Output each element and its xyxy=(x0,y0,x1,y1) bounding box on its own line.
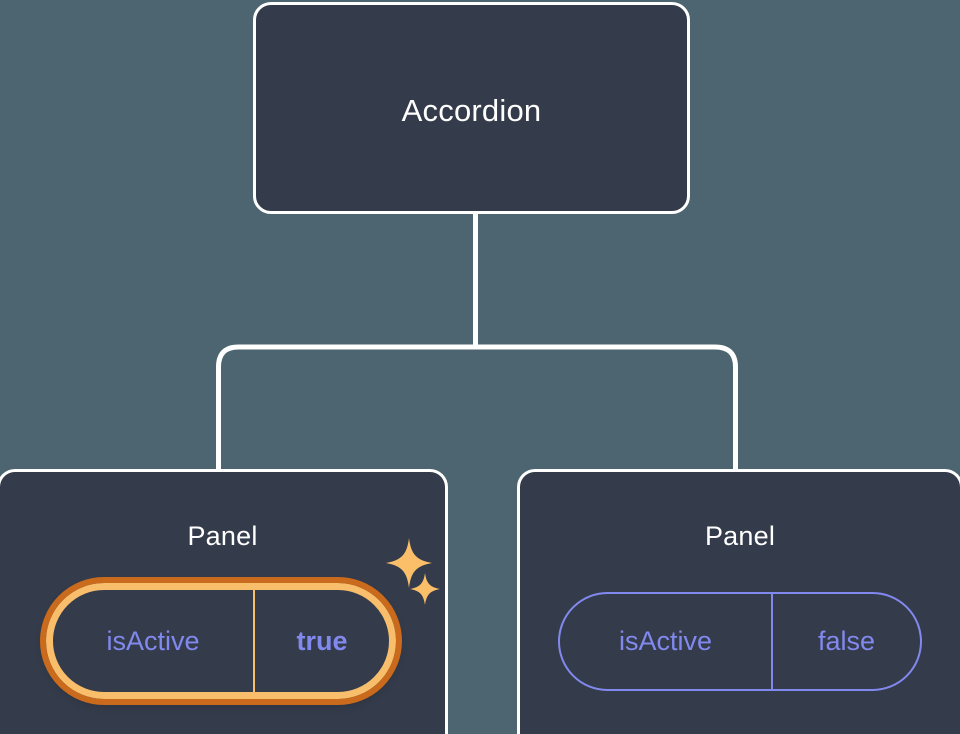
prop-pill-value: false xyxy=(771,594,920,689)
prop-pill-isactive-false[interactable]: isActive false xyxy=(558,592,922,691)
node-accordion[interactable]: Accordion xyxy=(253,2,690,214)
prop-pill-value: true xyxy=(253,590,389,692)
node-accordion-title: Accordion xyxy=(401,93,542,128)
prop-pill-key: isActive xyxy=(618,626,713,656)
node-panel-left-title: Panel xyxy=(187,521,258,551)
prop-pill-key: isActive xyxy=(106,625,200,656)
connector-branch-bus xyxy=(216,344,738,470)
prop-pill-isactive-true[interactable]: isActive true xyxy=(40,577,402,705)
node-panel-right-title: Panel xyxy=(704,521,776,551)
